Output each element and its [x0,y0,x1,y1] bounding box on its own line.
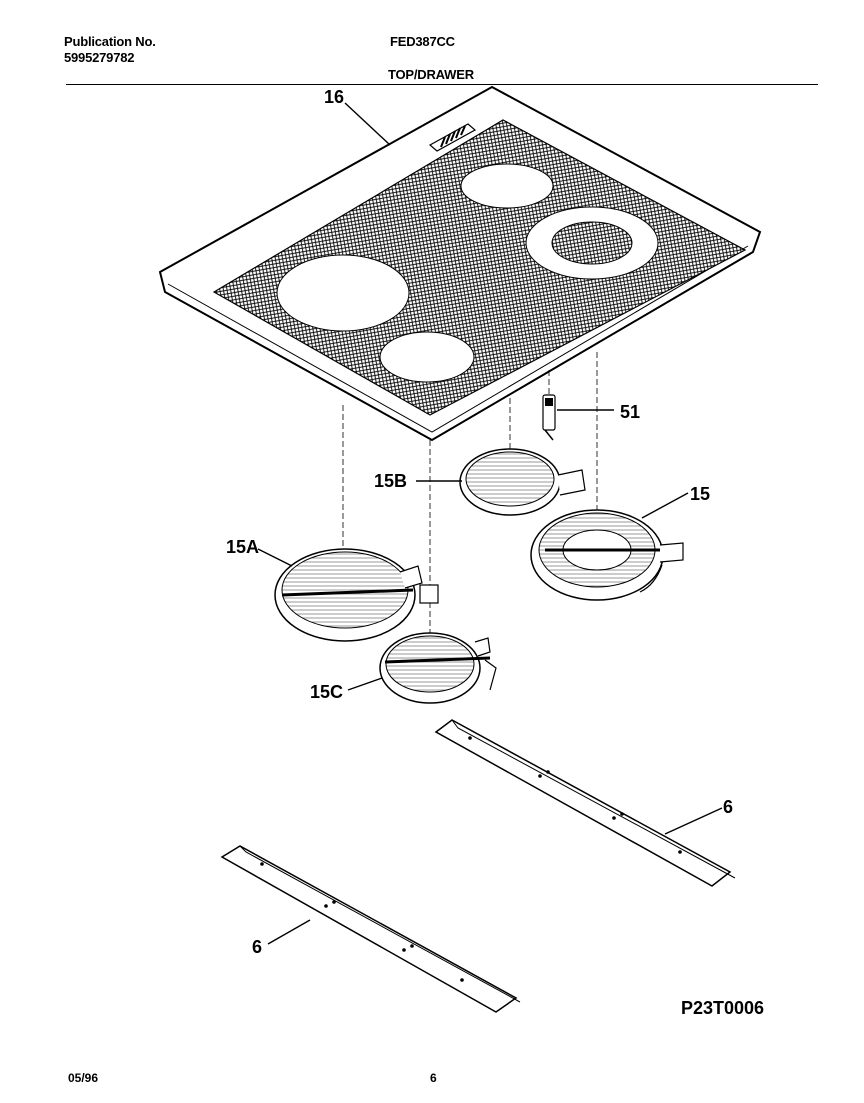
brace-upper [434,719,736,887]
callout-15: 15 [690,484,710,504]
callout-15a: 15A [226,537,259,557]
brace-lower [220,845,521,1013]
callout-16: 16 [324,87,344,107]
callout-15c: 15C [310,682,343,702]
publication-number: 5995279782 [64,50,135,65]
header-rule [66,84,818,85]
callout-51: 51 [620,402,640,422]
model-number: FED387CC [390,34,455,49]
vent-icon [428,123,477,152]
cooktop-part [158,85,762,442]
element-15 [530,509,684,601]
publication-label: Publication No. [64,34,156,49]
section-title: TOP/DRAWER [388,67,474,82]
leader-lines [257,102,723,945]
element-15c [379,632,497,704]
callout-6-lower: 6 [252,937,262,957]
page-number: 6 [430,1071,437,1085]
part-51 [542,394,556,441]
element-15b [459,448,586,516]
diagram-reference: P23T0006 [681,998,765,1018]
callout-15b: 15B [374,471,407,491]
footer-date: 05/96 [68,1071,99,1085]
element-15a [274,548,439,642]
callout-6-upper: 6 [723,797,733,817]
